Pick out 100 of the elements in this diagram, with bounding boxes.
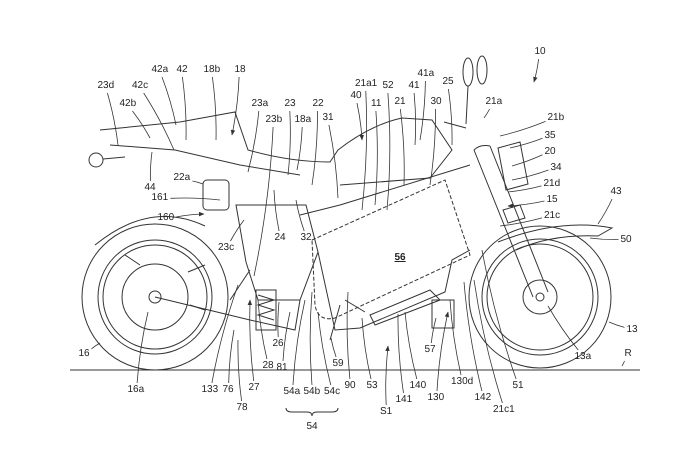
arrow	[230, 76, 240, 136]
callout-number: 15	[546, 194, 559, 206]
leader-line	[274, 190, 280, 232]
leader-line	[508, 186, 542, 192]
leader-line	[296, 200, 305, 232]
leader-line	[212, 284, 238, 384]
callout-number: 10	[534, 46, 547, 58]
leader-line	[362, 90, 368, 210]
leader-line	[254, 126, 274, 276]
leader-line	[150, 152, 152, 182]
callout-number: 142	[474, 392, 492, 404]
callout-number: 90	[344, 380, 357, 392]
leader-line	[512, 170, 549, 180]
callout-number: 23c	[217, 242, 236, 254]
leader-line	[500, 121, 546, 136]
callout-number: 25	[442, 76, 455, 88]
leader-line	[430, 108, 436, 186]
leader-line	[482, 250, 516, 380]
leader-line	[512, 154, 543, 166]
callout-number: 21a1	[354, 78, 378, 90]
callout-number: 16	[78, 348, 91, 360]
callout-number: 43	[610, 186, 623, 198]
callout-number: 28	[262, 360, 275, 372]
callout-number: 21c	[543, 210, 562, 222]
leader-line	[238, 340, 242, 402]
callout-number: 11	[370, 98, 382, 110]
callout-number: 51	[512, 380, 525, 392]
leader-line	[182, 76, 186, 140]
leader-line	[212, 76, 216, 140]
leader-line	[400, 108, 405, 186]
leader-line	[143, 92, 174, 150]
callout-number: 140	[408, 380, 428, 392]
callout-number: 54c	[323, 386, 342, 398]
leader-line	[136, 312, 148, 384]
callout-number: 42c	[131, 80, 150, 92]
callout-number: 141	[394, 394, 414, 406]
arrow	[385, 345, 390, 406]
arrow	[436, 311, 450, 392]
callout-number: 130	[426, 392, 446, 404]
leader-line	[548, 306, 579, 350]
callout-number: 161	[150, 192, 170, 204]
callout-number: 18b	[202, 64, 222, 76]
leader-line	[386, 92, 390, 210]
callout-number: 54	[306, 421, 319, 433]
callout-number: 42b	[118, 98, 138, 110]
leader-line	[608, 322, 625, 328]
leader-line	[328, 124, 338, 198]
callout-number: 31	[322, 112, 335, 124]
callout-number: 57	[424, 344, 437, 356]
leader-line	[346, 292, 350, 380]
leader-line	[330, 338, 336, 358]
callout-number: 44	[144, 182, 157, 194]
leader-line	[230, 220, 244, 242]
leader-line	[598, 198, 612, 224]
callout-number: 32	[300, 232, 313, 244]
callout-number: 23d	[96, 80, 116, 92]
callout-number: 21b	[546, 112, 566, 124]
callout-number: 41a	[416, 68, 436, 80]
callout-number: 30	[430, 96, 443, 108]
arrow	[176, 212, 205, 218]
leader-line	[318, 312, 332, 386]
leader-line	[464, 282, 482, 392]
callout-number: 52	[382, 80, 395, 92]
leader-line	[310, 292, 312, 386]
callout-number: 22a	[172, 172, 192, 184]
callout-number: 40	[350, 90, 363, 102]
leader-line	[398, 314, 404, 394]
callout-number: 21c1	[492, 404, 516, 416]
callout-number: 22	[312, 98, 325, 110]
callout-number: 16a	[126, 384, 146, 396]
callout-number: 23	[284, 98, 297, 110]
callout-number: 54a	[282, 386, 302, 398]
callout-number: 53	[366, 380, 379, 392]
callout-number: 133	[200, 384, 220, 396]
leader-line	[91, 342, 100, 350]
callout-number: 23b	[264, 114, 284, 126]
leader-line	[448, 88, 452, 146]
callout-number: 20	[544, 146, 557, 158]
leader-line	[362, 318, 372, 380]
callout-number: 26	[272, 338, 285, 350]
callout-number: 54b	[302, 386, 322, 398]
callout-number: 130d	[450, 376, 474, 388]
callout-number: R	[624, 348, 633, 360]
callout-number: 21d	[542, 178, 562, 190]
leader-line	[107, 92, 118, 146]
leader-line	[192, 180, 204, 184]
callout-number: 41	[408, 80, 421, 92]
leader-line	[484, 108, 490, 118]
leader-line	[296, 126, 303, 170]
leader-line	[312, 110, 318, 186]
callout-number: S1	[379, 406, 394, 418]
arrow	[248, 299, 254, 382]
leader-line	[228, 330, 234, 384]
leader-line	[430, 318, 436, 344]
leader-line	[474, 280, 503, 404]
callout-number: 59	[332, 358, 345, 370]
part-number: 56	[394, 252, 407, 264]
callout-number: 13	[626, 324, 639, 336]
leader-line	[622, 360, 625, 366]
callout-number: 50	[620, 234, 633, 246]
